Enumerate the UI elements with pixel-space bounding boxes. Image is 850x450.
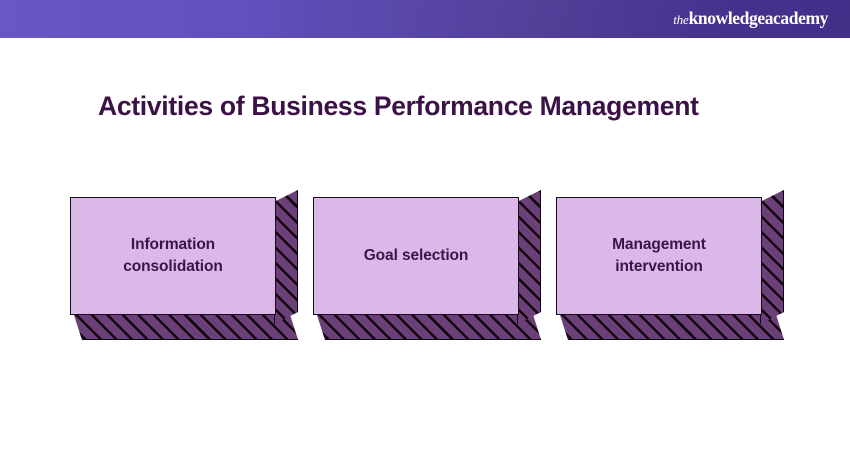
box-label-line2: intervention <box>615 258 703 275</box>
diagram-box-goal-selection[interactable]: Goal selection <box>313 190 541 340</box>
brand-logo: theknowledgeacademy <box>673 8 829 28</box>
brand-prefix-text: the <box>673 12 689 27</box>
box-right-face <box>517 190 541 324</box>
box-label-line1: Information <box>130 235 216 253</box>
box-label: Management intervention <box>604 234 714 279</box>
diagram-box-information-consolidation[interactable]: Information consolidation <box>70 190 298 340</box>
header-bar: theknowledgeacademy <box>0 0 850 38</box>
box-label: Information consolidation <box>115 234 230 279</box>
diagram-box-management-intervention[interactable]: Management intervention <box>556 190 784 340</box>
box-front-face: Information consolidation <box>70 197 276 315</box>
box-right-face <box>274 190 298 324</box>
box-label-line2: consolidation <box>123 258 223 275</box>
box-front-face: Management intervention <box>556 197 762 315</box>
box-front-face: Goal selection <box>313 197 519 315</box>
brand-name-text: knowledgeacademy <box>688 8 829 28</box>
box-label-line1: Goal selection <box>363 246 469 264</box>
box-label-line1: Management <box>612 235 706 253</box>
box-label: Goal selection <box>356 245 477 267</box>
page-title: Activities of Business Performance Manag… <box>98 91 699 121</box>
box-right-face <box>760 190 784 324</box>
diagram-container: Information consolidation Goal selection… <box>0 190 850 350</box>
